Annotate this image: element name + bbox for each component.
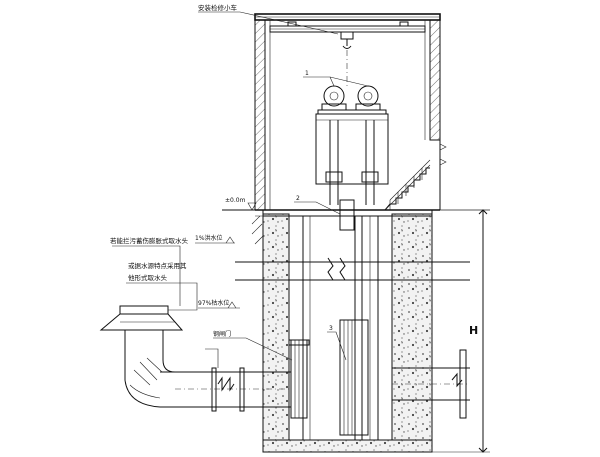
callout-3: 3 (329, 325, 333, 332)
intake-note-line-1: 或据水源特点采用其 (128, 261, 187, 270)
outlet-pipe (392, 349, 470, 419)
low-water-level: 97%枯水位 (198, 299, 240, 309)
callout-2-group: 2 (294, 195, 341, 215)
height-dim-label: H (469, 324, 478, 337)
height-dimension: H (432, 209, 490, 453)
callout-1: 1 (305, 70, 309, 77)
high-water-level: 1%洪水位 (195, 234, 235, 244)
callout-2: 2 (296, 195, 300, 202)
crane-label: 安装检修小车 (198, 3, 238, 12)
crane-beam (269, 21, 426, 88)
steel-gate: 钢闸门 (213, 330, 310, 419)
high-water-label: 1%洪水位 (195, 234, 223, 242)
intake-note-line-2: 他形式取水头 (128, 273, 168, 282)
motor-set (315, 85, 389, 205)
level-zero-label: ±0.0m (225, 197, 246, 204)
callout-3-group: 3 (327, 325, 347, 361)
screen-chamber (302, 199, 379, 440)
callout-1-group: 1 (303, 70, 369, 87)
low-water-label: 97%枯水位 (198, 299, 229, 307)
superstructure (254, 13, 447, 211)
gate-label: 钢闸门 (213, 330, 231, 338)
crane-label-group: 安装检修小车 (198, 3, 339, 35)
stairs (384, 159, 431, 211)
intake-head-label: 若能拦污蓄伤膨胀式取水头 (110, 236, 189, 245)
substructure (235, 209, 470, 453)
intake-head-annotation: 若能拦污蓄伤膨胀式取水头 或据水源特点采用其 他形式取水头 (110, 236, 198, 311)
